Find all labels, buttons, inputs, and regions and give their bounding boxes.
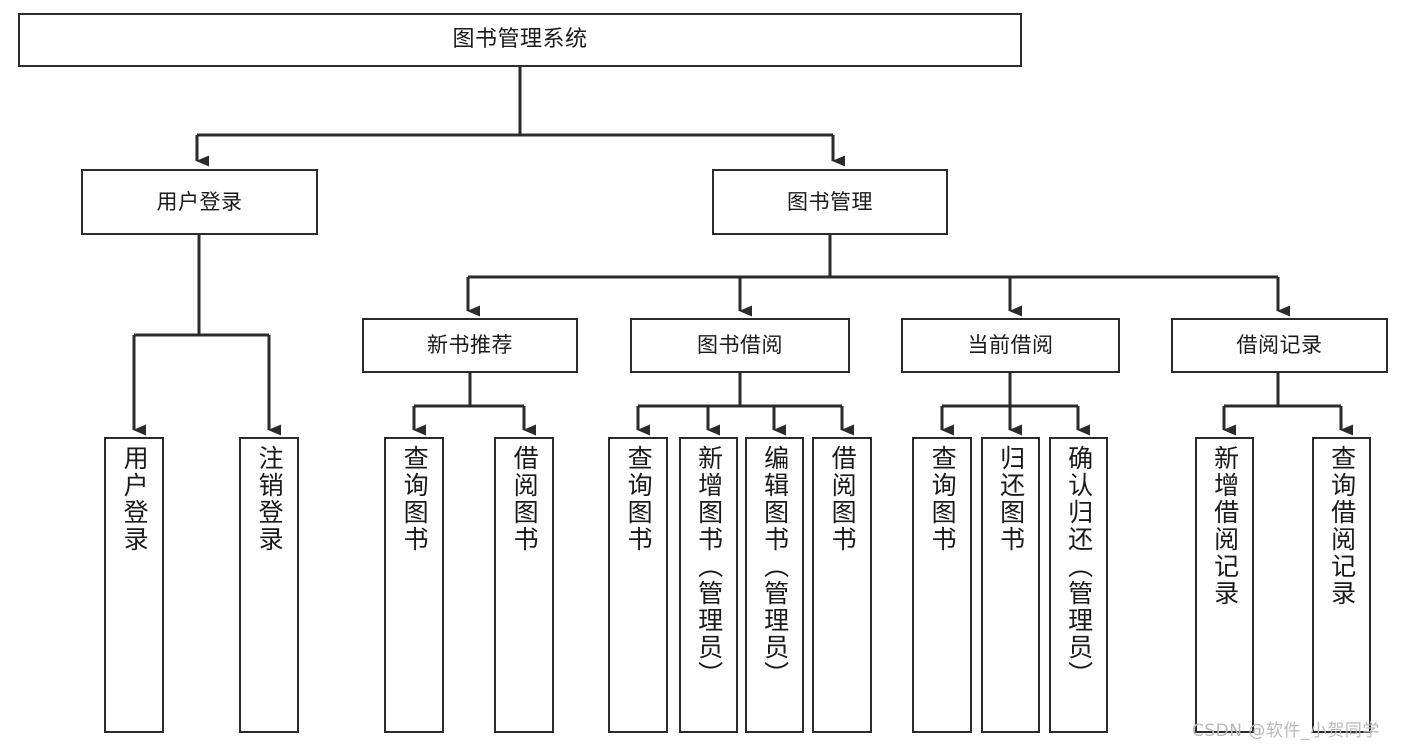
node-book-manage-label: 图书管理 (787, 189, 873, 214)
leaf-return-book-label: 归还图书 (996, 445, 1026, 553)
leaf-confirm-return[interactable]: 确认归还（管理员） (1049, 437, 1108, 733)
leaf-query-book-2-label: 查询图书 (624, 445, 654, 553)
node-new-book-rec[interactable]: 新书推荐 (362, 318, 578, 373)
leaf-borrow-book-2[interactable]: 借阅图书 (812, 437, 872, 733)
leaf-borrow-book-1[interactable]: 借阅图书 (494, 437, 554, 733)
leaf-add-book[interactable]: 新增图书（管理员） (679, 437, 738, 733)
leaf-confirm-return-label: 确认归还（管理员） (1064, 445, 1094, 688)
node-root-label: 图书管理系统 (452, 27, 588, 53)
leaf-query-book-1[interactable]: 查询图书 (384, 437, 444, 733)
leaf-logout[interactable]: 注销登录 (239, 437, 299, 733)
node-root[interactable]: 图书管理系统 (18, 13, 1022, 67)
node-current-borrow[interactable]: 当前借阅 (901, 318, 1120, 373)
leaf-query-book-1-label: 查询图书 (400, 445, 430, 553)
leaf-query-book-3[interactable]: 查询图书 (912, 437, 972, 733)
leaf-edit-book[interactable]: 编辑图书（管理员） (745, 437, 804, 733)
node-book-manage[interactable]: 图书管理 (712, 169, 948, 235)
node-user-login-label: 用户登录 (156, 189, 243, 214)
leaf-add-record-label: 新增借阅记录 (1210, 445, 1240, 607)
leaf-borrow-book-2-label: 借阅图书 (828, 445, 858, 553)
node-borrow-record-label: 借阅记录 (1236, 333, 1323, 358)
node-borrow-record[interactable]: 借阅记录 (1171, 318, 1388, 373)
watermark: CSDN @软件_小贺同学 (1192, 721, 1380, 741)
leaf-logout-label: 注销登录 (255, 445, 285, 553)
node-book-borrow[interactable]: 图书借阅 (630, 318, 850, 373)
leaf-return-book[interactable]: 归还图书 (981, 437, 1040, 733)
node-new-book-rec-label: 新书推荐 (427, 333, 513, 358)
leaf-user-login-label: 用户登录 (120, 445, 150, 553)
node-current-borrow-label: 当前借阅 (967, 333, 1054, 358)
leaf-add-record[interactable]: 新增借阅记录 (1195, 437, 1254, 733)
leaf-query-record-label: 查询借阅记录 (1327, 445, 1357, 607)
leaf-user-login[interactable]: 用户登录 (104, 437, 164, 733)
leaf-query-book-2[interactable]: 查询图书 (608, 437, 668, 733)
node-book-borrow-label: 图书借阅 (697, 333, 783, 358)
leaf-query-book-3-label: 查询图书 (928, 445, 958, 553)
leaf-edit-book-label: 编辑图书（管理员） (760, 445, 790, 688)
leaf-query-record[interactable]: 查询借阅记录 (1312, 437, 1371, 733)
node-user-login[interactable]: 用户登录 (81, 169, 318, 235)
leaf-add-book-label: 新增图书（管理员） (694, 445, 724, 688)
leaf-borrow-book-1-label: 借阅图书 (510, 445, 540, 553)
